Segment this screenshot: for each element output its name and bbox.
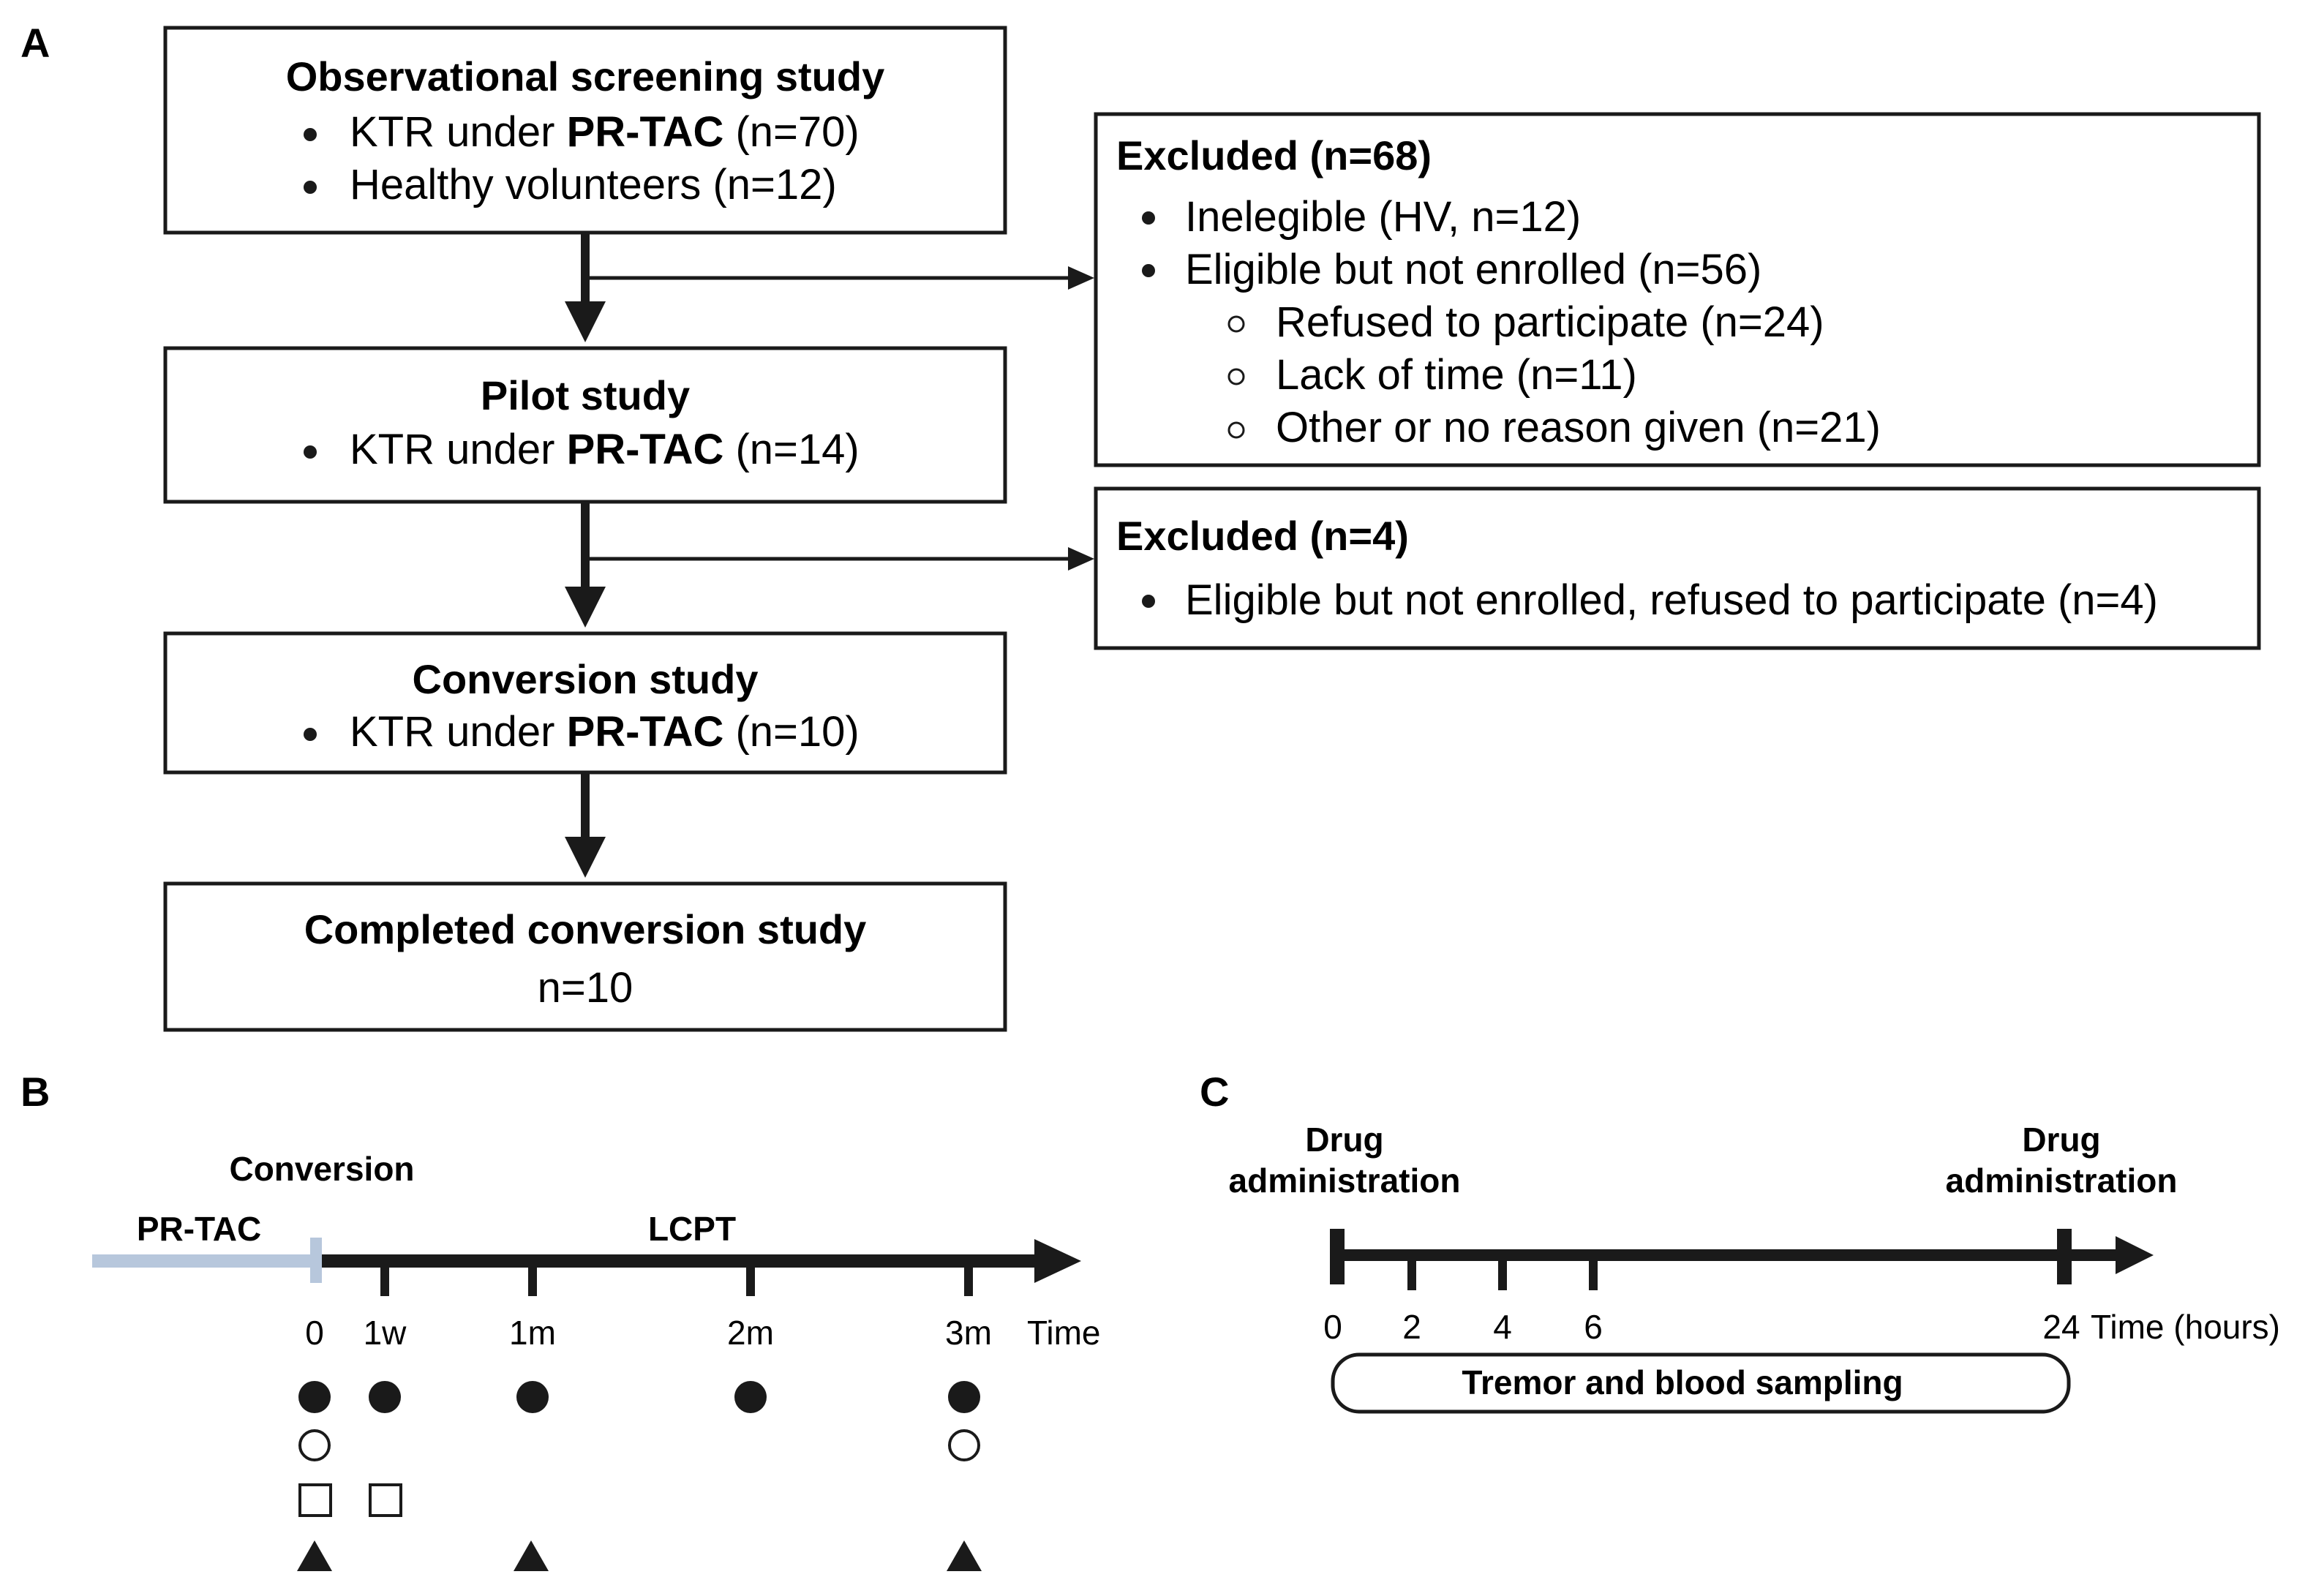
flow-box-completed: Completed conversion study n=10 [163, 881, 1007, 1032]
hour-label-6: 6 [1584, 1308, 1603, 1346]
dose-marker-start [1330, 1229, 1345, 1284]
excluded-item-refused-pilot: Eligible but not enrolled, refused to pa… [1185, 576, 2158, 624]
excluded-title-2: Excluded (n=4) [1116, 513, 1409, 559]
bullet-icon [1142, 595, 1155, 608]
open-circle-icon [298, 1429, 331, 1461]
timeline-b: Conversion PR-TAC LCPT 0 1w 1m 2m 3m Tim… [92, 1150, 1101, 1571]
triangle-icon [947, 1540, 982, 1571]
start-dose-label-line2: administration [1229, 1162, 1461, 1200]
box-title-conversion: Conversion study [413, 656, 759, 702]
sampling-label: Tremor and blood sampling [1462, 1363, 1903, 1401]
excluded-title-1: Excluded (n=68) [1116, 132, 1432, 178]
tick-label-1m: 1m [509, 1314, 556, 1352]
time-label-c: Time (hours) [2091, 1308, 2280, 1346]
bullet-icon [1142, 264, 1155, 277]
hour-label-4: 4 [1493, 1308, 1512, 1346]
start-dose-label-line1: Drug [1305, 1121, 1383, 1159]
pr-tac-label: PR-TAC [137, 1210, 261, 1248]
triangle-icon [297, 1540, 332, 1571]
screening-hv-item: Healthy volunteers (n=12) [350, 161, 837, 208]
bullet-icon [304, 128, 317, 141]
box-title-screening: Observational screening study [286, 53, 884, 99]
excluded-box-pilot: Excluded (n=4) Eligible but not enrolled… [1094, 486, 2261, 650]
flow-box-pilot: Pilot study KTR under PR-TAC (n=14) [163, 346, 1007, 504]
sampling-window [1331, 1352, 2071, 1414]
filled-circle-icon [298, 1381, 331, 1413]
flow-arrow-1 [565, 233, 606, 342]
filled-circle-icon [948, 1381, 980, 1413]
filled-circle-icon [516, 1381, 549, 1413]
time-arrow-head [1034, 1239, 1081, 1283]
end-dose-label-line1: Drug [2022, 1121, 2100, 1159]
lcpt-label: LCPT [648, 1210, 736, 1248]
excluded-subitem-refused: Refused to participate (n=24) [1276, 298, 1824, 346]
sub-bullet-icon [1227, 421, 1245, 439]
completed-count: n=10 [538, 964, 633, 1012]
dose-marker-end [2057, 1229, 2072, 1284]
end-dose-label-line2: administration [1946, 1162, 2178, 1200]
bullet-icon [304, 181, 317, 194]
flow-box-conversion: Conversion study KTR under PR-TAC (n=10) [163, 631, 1007, 775]
open-square-icon [298, 1483, 332, 1517]
excluded-item-not-enrolled: Eligible but not enrolled (n=56) [1185, 246, 1761, 293]
hour-label-24: 24 [2042, 1308, 2080, 1346]
flow-arrow-2 [565, 502, 606, 628]
tick-label-3m: 3m [945, 1314, 992, 1352]
excluded-subitem-other: Other or no reason given (n=21) [1276, 404, 1881, 451]
open-square-icon [369, 1483, 402, 1517]
tick-label-2m: 2m [727, 1314, 774, 1352]
timeline-c: Drug administration Drug administration … [1229, 1121, 2280, 1414]
bullet-icon [1142, 211, 1155, 225]
conversion-label: Conversion [229, 1150, 414, 1188]
screening-ktr-item: KTR under PR-TAC (n=70) [350, 108, 860, 156]
panel-letter-b: B [20, 1069, 50, 1115]
excluded-item-ineligible: Inelegible (HV, n=12) [1185, 193, 1581, 241]
triangle-icon [514, 1540, 549, 1571]
filled-circle-icon [369, 1381, 401, 1413]
time-label-b: Time [1027, 1314, 1101, 1352]
exclusion-arrow-2 [585, 547, 1094, 571]
box-title-pilot: Pilot study [481, 372, 690, 418]
exclusion-arrow-1 [585, 266, 1094, 290]
bullet-icon [304, 728, 317, 741]
excluded-box-screening: Excluded (n=68) Inelegible (HV, n=12) El… [1094, 112, 2261, 467]
conversion-marker [310, 1238, 322, 1283]
excluded-subitem-lack-of-time: Lack of time (n=11) [1276, 351, 1637, 399]
tick-label-1w: 1w [364, 1314, 407, 1352]
filled-circle-icon [734, 1381, 767, 1413]
panel-letter-c: C [1200, 1069, 1229, 1115]
hours-arrow-head [2116, 1236, 2154, 1274]
box-title-completed: Completed conversion study [304, 906, 867, 952]
hour-label-2: 2 [1402, 1308, 1421, 1346]
open-circle-icon [948, 1429, 980, 1461]
tick-label-0: 0 [305, 1314, 324, 1352]
conversion-ktr-item: KTR under PR-TAC (n=10) [350, 708, 860, 756]
pilot-ktr-item: KTR under PR-TAC (n=14) [350, 426, 860, 473]
flow-arrow-3 [565, 772, 606, 878]
sub-bullet-icon [1227, 315, 1245, 333]
flow-box-screening: Observational screening study KTR under … [163, 26, 1007, 235]
panel-letter-a: A [20, 20, 50, 66]
sub-bullet-icon [1227, 368, 1245, 385]
hour-label-0: 0 [1323, 1308, 1342, 1346]
bullet-icon [304, 445, 317, 459]
